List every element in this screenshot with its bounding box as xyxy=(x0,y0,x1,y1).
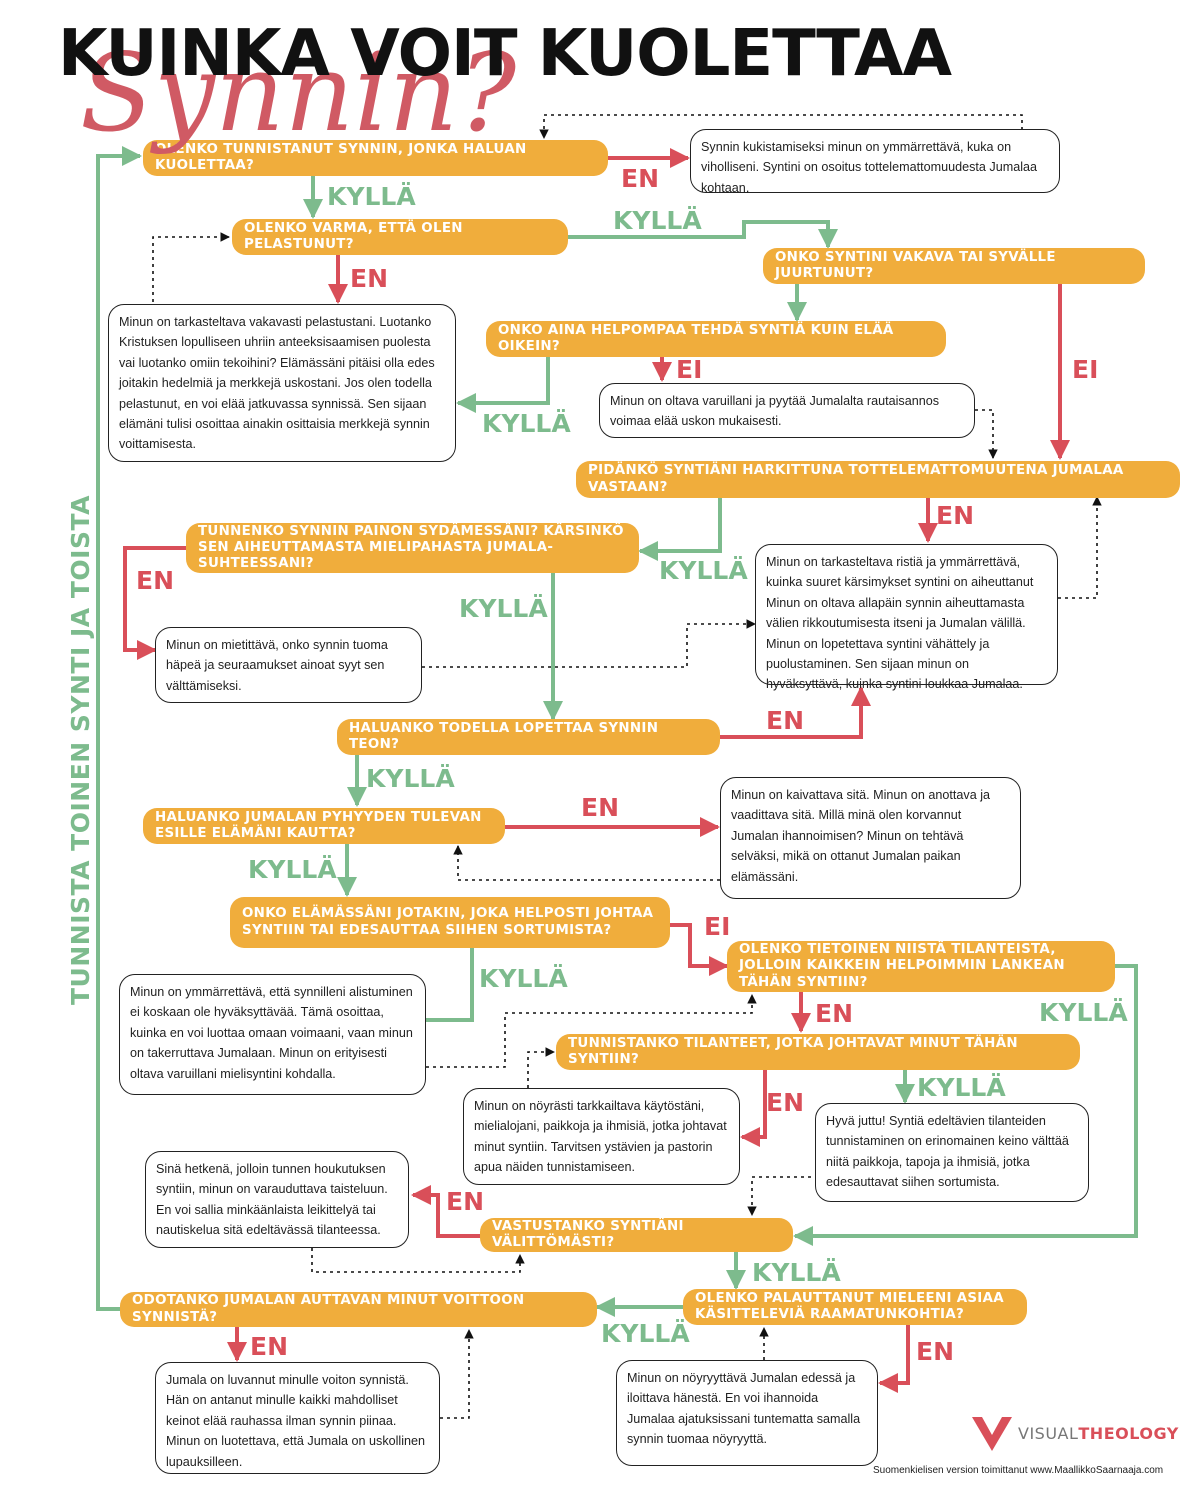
label-en-q11: EN xyxy=(766,1088,805,1117)
question-q11: TUNNISTANKO TILANTEET, JOTKA JOHTAVAT MI… xyxy=(556,1034,1080,1070)
note-n6: Minun on kaivattava sitä. Minun on anott… xyxy=(720,777,1021,899)
page-title: KUINKA VOIT KUOLETTAA xyxy=(58,17,952,91)
label-en-q10: EN xyxy=(815,999,854,1028)
note-n11: Jumala on luvannut minulle voiton synnis… xyxy=(155,1362,440,1474)
note-n9: Hyvä juttu! Syntiä edeltävien tilanteide… xyxy=(815,1103,1089,1202)
question-q3: ONKO SYNTINI VAKAVA TAI SYVÄLLE JUURTUNU… xyxy=(763,248,1145,284)
label-kylla-q4: KYLLÄ xyxy=(482,409,571,438)
arrow-q10-q12 xyxy=(793,964,1138,1246)
logo-text-theology: THEOLOGY xyxy=(1078,1423,1179,1443)
note-n8: Minun on nöyrästi tarkkailtava käytöstän… xyxy=(463,1088,740,1185)
dotted-n9-q12 xyxy=(747,1176,818,1216)
note-n4: Minun on tarkasteltava ristiä ja ymmärre… xyxy=(755,544,1058,691)
label-en-q12: EN xyxy=(446,1187,485,1216)
logo-v-icon xyxy=(972,1417,1012,1451)
label-kylla-q12: KYLLÄ xyxy=(752,1258,841,1287)
dotted-n5-n4 xyxy=(422,619,756,668)
label-ei-q9: EI xyxy=(704,912,731,941)
label-kylla-q10: KYLLÄ xyxy=(1039,998,1128,1027)
label-kylla-q5: KYLLÄ xyxy=(659,556,748,585)
label-en-q1: EN xyxy=(621,164,660,193)
arrow-q2-q3 xyxy=(568,220,838,249)
dotted-n7-q10 xyxy=(426,994,757,1068)
question-q4: ONKO AINA HELPOMPAA TEHDÄ SYNTIÄ KUIN EL… xyxy=(486,321,946,357)
note-n7: Minun on ymmärrettävä, että synnilleni a… xyxy=(119,974,426,1095)
label-kylla-q7: KYLLÄ xyxy=(366,764,455,793)
question-q7: HALUANKO TODELLA LOPETTAA SYNNIN TEON? xyxy=(337,719,720,755)
arrow-q5-q6 xyxy=(638,498,722,561)
logo-text-visual: VISUAL xyxy=(1018,1423,1079,1443)
credit-text: Suomenkielisen version toimittanut www.M… xyxy=(873,1465,1164,1476)
label-kylla-q13: KYLLÄ xyxy=(601,1319,690,1348)
question-q10: OLENKO TIETOINEN NIISTÄ TILANTEISTA, JOL… xyxy=(727,941,1115,992)
label-en-q13: EN xyxy=(916,1337,955,1366)
label-kylla-q8: KYLLÄ xyxy=(248,855,337,884)
arrow-q13-n12 xyxy=(878,1325,910,1393)
dotted-n10-q12 xyxy=(311,1248,525,1273)
label-en-q5: EN xyxy=(936,501,975,530)
arrow-q9-q10 xyxy=(670,923,729,976)
note-n5: Minun on mietittävä, onko synnin tuoma h… xyxy=(155,627,422,703)
dotted-n1-q1 xyxy=(539,114,1023,139)
label-ei-q3: EI xyxy=(1072,355,1099,384)
dotted-n6-q8 xyxy=(453,845,720,881)
note-n10: Sinä hetkenä, jolloin tunnen houkutuksen… xyxy=(145,1151,409,1248)
arrow-q4-n2 xyxy=(456,357,550,413)
side-loop-label: TUNNISTA TOINEN SYNTI JA TOISTA xyxy=(66,495,95,1005)
label-kylla-q1: KYLLÄ xyxy=(327,182,416,211)
note-n3: Minun on oltava varuillani ja pyytää Jum… xyxy=(599,383,975,438)
label-kylla-q11: KYLLÄ xyxy=(917,1073,1006,1102)
question-q8: HALUANKO JUMALAN PYHYYDEN TULEVAN ESILLE… xyxy=(143,808,505,844)
dotted-n3-q5 xyxy=(975,409,998,459)
label-en-q8: EN xyxy=(581,793,620,822)
arrow-loop-back xyxy=(96,146,142,1311)
label-kylla-q6: KYLLÄ xyxy=(459,594,548,623)
title-script: Synnin? xyxy=(80,31,517,156)
label-en-q2: EN xyxy=(350,264,389,293)
dotted-n11-q14 xyxy=(440,1329,474,1419)
question-q9: ONKO ELÄMÄSSÄNI JOTAKIN, JOKA HELPOSTI J… xyxy=(230,897,670,948)
dotted-n8-q11 xyxy=(527,1047,555,1088)
question-q6: TUNNENKO SYNNIN PAINON SYDÄMESSÄNI? KÄRS… xyxy=(186,523,639,573)
label-en-q7: EN xyxy=(766,706,805,735)
label-kylla-q9: KYLLÄ xyxy=(479,964,568,993)
question-q1: OLENKO TUNNISTANUT SYNNIN, JONKA HALUAN … xyxy=(143,140,608,176)
question-q13: OLENKO PALAUTTANUT MIELEENI ASIAA KÄSITT… xyxy=(683,1289,1027,1325)
label-ei-q4: EI xyxy=(676,355,703,384)
label-en-q6: EN xyxy=(136,566,175,595)
question-q14: ODOTANKO JUMALAN AUTTAVAN MINUT VOITTOON… xyxy=(120,1292,597,1327)
arrow-q11-n8 xyxy=(740,1070,767,1147)
arrow-q12-n10 xyxy=(411,1185,480,1238)
note-n2: Minun on tarkasteltava vakavasti pelastu… xyxy=(108,304,456,462)
note-n1: Synnin kukistamiseksi minun on ymmärrett… xyxy=(690,129,1060,195)
visual-theology-logo: VISUALTHEOLOGY xyxy=(970,1413,1179,1453)
note-n12: Minun on nöyryyttävä Jumalan edessä ja i… xyxy=(616,1360,878,1466)
label-en-q14: EN xyxy=(250,1332,289,1361)
question-q12: VASTUSTANKO SYNTIÄNI VÄLITTÖMÄSTI? xyxy=(480,1218,793,1252)
dotted-n4-q5 xyxy=(1058,496,1102,599)
arrow-q6-n5 xyxy=(123,546,186,660)
label-kylla-q2: KYLLÄ xyxy=(613,206,702,235)
arrow-q7-n4 xyxy=(720,686,871,739)
question-q2: OLENKO VARMA, ETTÄ OLEN PELASTUNUT? xyxy=(232,219,568,255)
question-q5: PIDÄNKÖ SYNTIÄNI HARKITTUNA TOTTELEMATTO… xyxy=(576,461,1180,498)
dotted-n2-q2 xyxy=(152,232,230,302)
